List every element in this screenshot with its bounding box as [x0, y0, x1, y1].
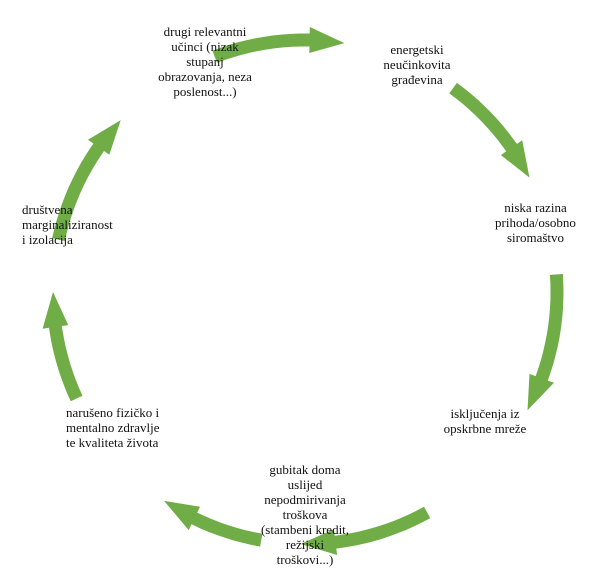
arrow-income-to-disconnect: [527, 274, 564, 411]
arrow-disconnect-to-home: [300, 506, 431, 555]
arrow-health-to-social: [42, 292, 83, 402]
arrow-home-to-health: [164, 500, 263, 547]
step-health-label: narušeno fizičko i mentalno zdravlje te …: [66, 405, 160, 450]
step-home-loss-label: gubitak doma uslijed nepodmirivanja troš…: [260, 462, 350, 567]
arrow-energy-to-income: [449, 82, 530, 178]
arrow-social-to-other: [52, 120, 121, 241]
step-energy-label: energetski neučinkovita građevina: [383, 42, 451, 87]
arrow-other-to-energy: [212, 27, 345, 63]
step-income-label: niska razina prihoda/osobno siromaštvo: [495, 200, 576, 245]
step-other-label: drugi relevantni učinci (nizak stupanj o…: [158, 24, 252, 99]
step-disconnect-label: isključenja iz opskrbne mreže: [443, 406, 527, 436]
step-social-label: društvena marginaliziranost i izolacija: [22, 202, 113, 247]
